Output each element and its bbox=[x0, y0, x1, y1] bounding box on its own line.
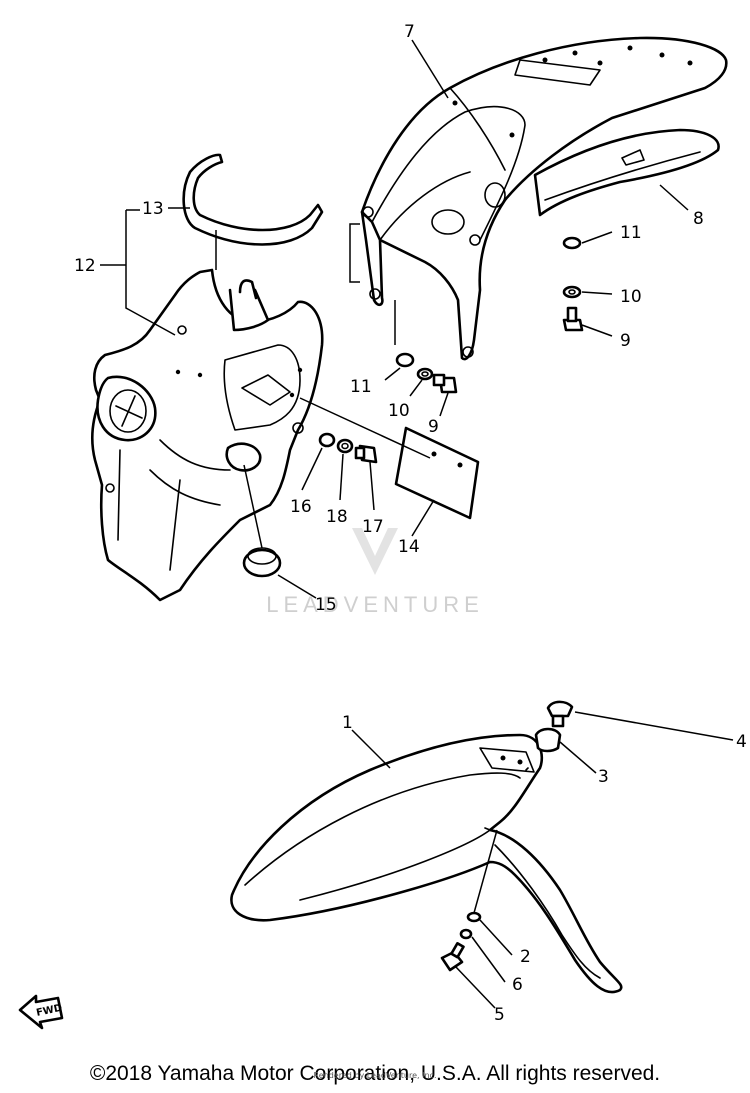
callout-9-center: 9 bbox=[428, 417, 439, 437]
callout-8: 8 bbox=[693, 209, 704, 229]
leader-lines bbox=[100, 39, 734, 1009]
callout-11-right: 11 bbox=[620, 223, 642, 243]
callout-4: 4 bbox=[736, 732, 747, 752]
grommet bbox=[242, 547, 282, 578]
callout-10-center: 10 bbox=[388, 401, 410, 421]
callout-6: 6 bbox=[512, 975, 523, 995]
copyright-notice: ©2018 Yamaha Motor Corporation, U.S.A. A… bbox=[89, 1062, 661, 1085]
rear-fender-flap bbox=[533, 128, 720, 217]
front-fender-lower-hardware bbox=[440, 911, 482, 972]
callout-9-right: 9 bbox=[620, 331, 631, 351]
fwd-label: FWD bbox=[35, 1003, 63, 1019]
rear-fender bbox=[360, 36, 728, 361]
callout-14: 14 bbox=[398, 537, 420, 557]
fwd-arrow-icon: FWD bbox=[18, 994, 64, 1030]
watermark-text: LEADVENTURE bbox=[266, 592, 484, 617]
rear-fender-hardware-center bbox=[395, 352, 458, 394]
callout-5: 5 bbox=[494, 1005, 505, 1025]
rear-fender-hardware-right bbox=[562, 236, 584, 332]
front-fender-top-hardware bbox=[534, 700, 574, 753]
callout-12: 12 bbox=[74, 256, 96, 276]
callout-13: 13 bbox=[142, 199, 164, 219]
callout-11-center: 11 bbox=[350, 377, 372, 397]
callout-7: 7 bbox=[404, 22, 415, 42]
watermark-logo: LEADVENTURE bbox=[266, 528, 484, 617]
callout-16: 16 bbox=[290, 497, 312, 517]
rendered-by-note: Rendered by LeadVenture, Inc. bbox=[313, 1071, 437, 1080]
callout-15: 15 bbox=[315, 595, 337, 615]
callout-17: 17 bbox=[362, 517, 384, 537]
callout-2: 2 bbox=[520, 947, 531, 967]
number-plate-bracket bbox=[394, 426, 480, 520]
headlight-cowl bbox=[90, 268, 324, 602]
callout-3: 3 bbox=[598, 767, 609, 787]
callout-1: 1 bbox=[342, 713, 353, 733]
callout-labels: 7 8 11 10 9 11 10 9 13 12 16 18 17 14 15… bbox=[74, 22, 747, 1025]
front-fender bbox=[230, 733, 623, 994]
callout-18: 18 bbox=[326, 507, 348, 527]
plate-hardware bbox=[318, 432, 378, 464]
callout-10-right: 10 bbox=[620, 287, 642, 307]
mount-band bbox=[182, 153, 324, 246]
